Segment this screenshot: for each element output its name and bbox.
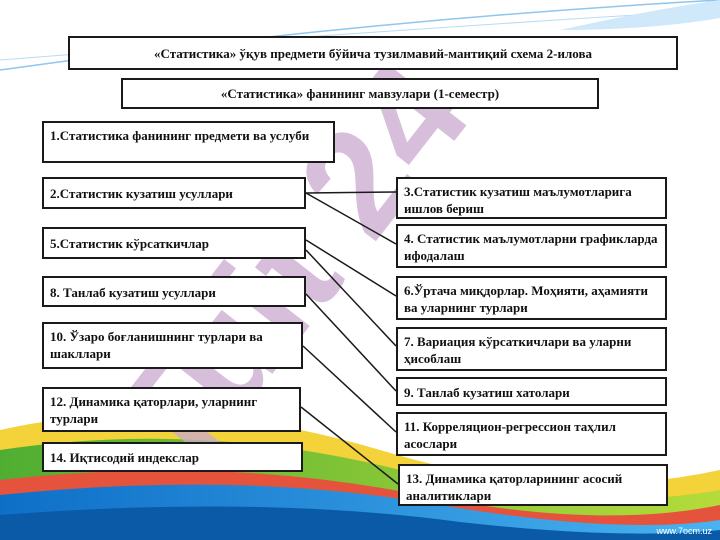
semester-topics-heading: «Статистика» фанининг мавзулари (1-семес… <box>121 78 599 109</box>
topic-13-box: 13. Динамика қаторларининг асосий аналит… <box>398 464 668 506</box>
topic-7-box: 7. Вариация кўрсаткичлари ва уларни ҳисо… <box>396 327 667 371</box>
diagram-title: «Статистика» ўқув предмети бўйича тузилм… <box>68 36 678 70</box>
topic-8-box: 8. Танлаб кузатиш усуллари <box>42 276 306 307</box>
topic-5-box: 5.Статистик кўрсаткичлар <box>42 227 306 259</box>
corner-watermark: www.7ocm.uz <box>656 526 712 536</box>
topic-2-box: 2.Статистик кузатиш усуллари <box>42 177 306 209</box>
topic-12-box: 12. Динамика қаторлари, уларнинг турлари <box>42 387 301 432</box>
topic-11-box: 11. Корреляцион-регрессион таҳлил асосла… <box>396 412 667 456</box>
topic-10-box: 10. Ўзаро боғланишнинг турлари ва шаклла… <box>42 322 303 369</box>
topic-9-box: 9. Танлаб кузатиш хатолари <box>396 377 667 406</box>
topic-3-box: 3.Статистик кузатиш маълумотларига ишлов… <box>396 177 667 219</box>
topic-6-box: 6.Ўртача миқдорлар. Моҳияти, аҳамияти ва… <box>396 276 667 320</box>
topic-14-box: 14. Иқтисодий индекслар <box>42 442 303 472</box>
topic-1-box: 1.Статистика фанининг предмети ва услуби <box>42 121 335 163</box>
topic-4-box: 4. Статистик маълумотларни графикларда и… <box>396 224 667 268</box>
